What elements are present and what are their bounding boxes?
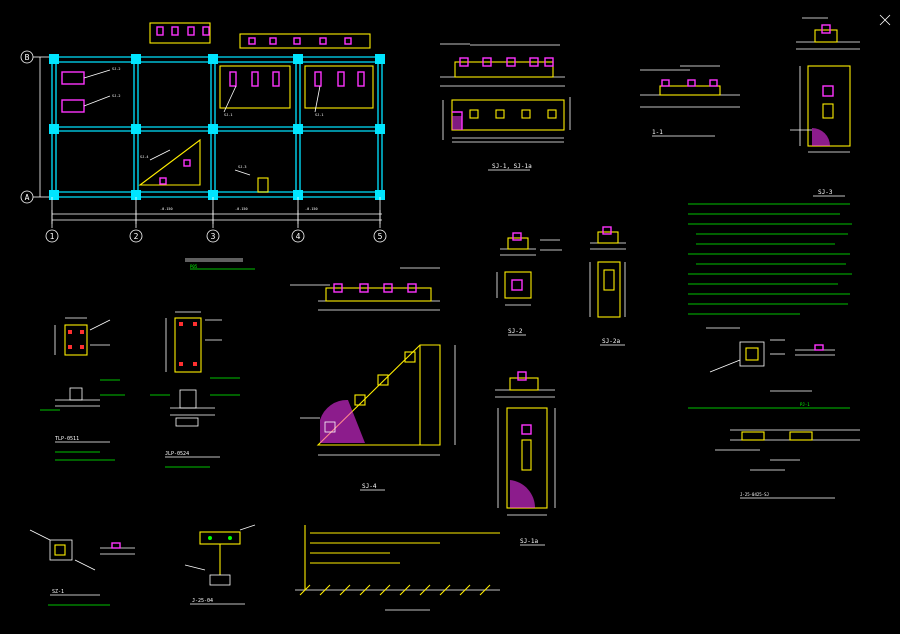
svg-text:SJ-3: SJ-3 <box>238 165 246 169</box>
jeq-label: J-25-0425-SJ <box>740 492 769 497</box>
j25-title: J-25-04 <box>192 598 213 604</box>
svg-text:SJ-2: SJ-2 <box>112 94 120 98</box>
detail-jlp: JLP-0524 <box>150 311 240 468</box>
axis-2: 2 <box>134 232 139 241</box>
svg-text:-0.150: -0.150 <box>160 207 173 211</box>
plan-top-embed-2 <box>239 33 371 49</box>
detail-sj2: SJ-2 <box>496 232 562 336</box>
svg-text:SJ-1: SJ-1 <box>224 113 232 117</box>
axis-a: A <box>25 193 30 202</box>
tlp-title: TLP-0511 <box>55 436 79 442</box>
plan-subtitle: P05 <box>190 264 198 269</box>
jlp-title: JLP-0524 <box>165 451 189 457</box>
svg-text:-0.150: -0.150 <box>235 207 248 211</box>
sj1a-title: SJ-1a <box>520 538 538 545</box>
detail-sj4: SJ-4 <box>290 267 456 491</box>
axis-3: 3 <box>211 232 216 241</box>
sj4-title: SJ-4 <box>362 483 377 490</box>
sz1-title: SZ-1 <box>52 589 64 595</box>
section-1-1-title: 1-1 <box>652 129 663 136</box>
detail-sj2a: SJ-2a <box>589 226 626 346</box>
sj2-title: SJ-2 <box>508 328 523 335</box>
notes-block <box>688 203 852 315</box>
svg-text:SJ-4: SJ-4 <box>140 155 148 159</box>
detail-sj3: SJ-3 <box>790 14 891 197</box>
detail-sj1: SJ-1, SJ-1a <box>440 43 571 171</box>
detail-section-1-1: 1-1 <box>640 65 740 137</box>
axis-b: B <box>25 53 30 62</box>
axis-5: 5 <box>378 232 383 241</box>
svg-text:SJ-2: SJ-2 <box>112 67 120 71</box>
sj3-title: SJ-3 <box>818 189 833 196</box>
sj1-title: SJ-1, SJ-1a <box>492 163 532 170</box>
floor-layers-section <box>295 525 500 611</box>
detail-pj: PJ-1 J-25-0425-SJ <box>688 327 860 499</box>
axis-1: 1 <box>50 232 55 241</box>
detail-tlp: TLP-0511 <box>40 317 125 461</box>
svg-text:SJ-1: SJ-1 <box>315 113 323 117</box>
sj2a-title: SJ-2a <box>602 338 620 345</box>
plan-top-embed-1 <box>149 22 211 44</box>
axis-4: 4 <box>296 232 301 241</box>
svg-text:-0.150: -0.150 <box>305 207 318 211</box>
detail-sz1: SZ-1 <box>29 529 135 606</box>
detail-sj1a: SJ-1a <box>495 371 556 546</box>
detail-j25: J-25-04 <box>184 524 256 605</box>
pj-label: PJ-1 <box>800 402 810 407</box>
